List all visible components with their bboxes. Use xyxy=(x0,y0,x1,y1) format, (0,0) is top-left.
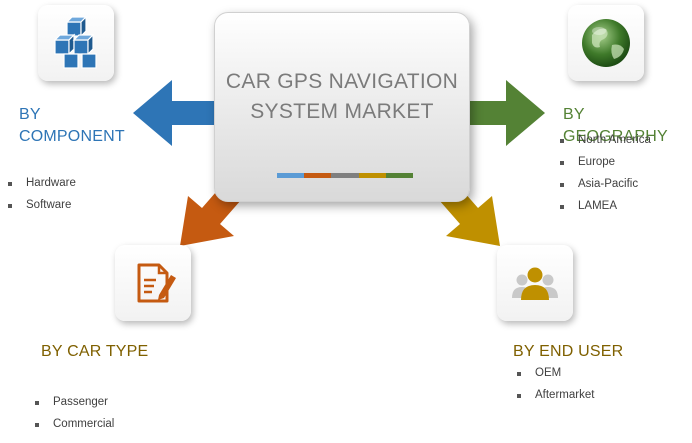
cubes-icon xyxy=(53,15,97,69)
users-icon xyxy=(512,267,558,300)
list-item: Europe xyxy=(558,151,651,173)
component-heading: BY COMPONENT xyxy=(19,106,125,145)
globe-icon xyxy=(582,19,630,67)
color-bar-segment xyxy=(304,173,332,178)
color-bar-segment xyxy=(277,173,305,178)
list-item: Commercial xyxy=(33,413,114,435)
left-arrow xyxy=(133,80,214,146)
document-edit-icon xyxy=(137,263,176,303)
color-bar-segment xyxy=(331,173,359,178)
component-icon-box xyxy=(38,5,114,81)
geography-list: North America Europe Asia-Pacific LAMEA xyxy=(558,129,651,217)
car-type-list: Passenger Commercial xyxy=(33,391,114,435)
list-item: Passenger xyxy=(33,391,114,413)
end-user-icon-box xyxy=(497,245,573,321)
component-list: Hardware Software xyxy=(6,172,76,216)
color-bar xyxy=(277,173,414,178)
color-bar-segment xyxy=(385,173,414,178)
car-type-icon-box xyxy=(115,245,191,321)
list-item: LAMEA xyxy=(558,195,651,217)
color-bar-segment xyxy=(358,173,386,178)
list-item: OEM xyxy=(515,362,594,384)
center-box: CAR GPS NAVIGATION SYSTEM MARKET xyxy=(214,12,470,202)
end-user-heading: BY END USER xyxy=(513,343,624,360)
center-title: CAR GPS NAVIGATION SYSTEM MARKET xyxy=(225,70,459,123)
list-item: Hardware xyxy=(6,172,76,194)
geography-heading: BY GEOGRAPHY xyxy=(563,106,668,145)
list-item: North America xyxy=(558,129,651,151)
geography-icon-box xyxy=(568,5,644,81)
right-arrow xyxy=(468,80,545,146)
end-user-list: OEM Aftermarket xyxy=(515,362,594,406)
car-type-heading: BY CAR TYPE xyxy=(41,343,149,360)
list-item: Asia-Pacific xyxy=(558,173,651,195)
list-item: Software xyxy=(6,194,76,216)
list-item: Aftermarket xyxy=(515,384,594,406)
